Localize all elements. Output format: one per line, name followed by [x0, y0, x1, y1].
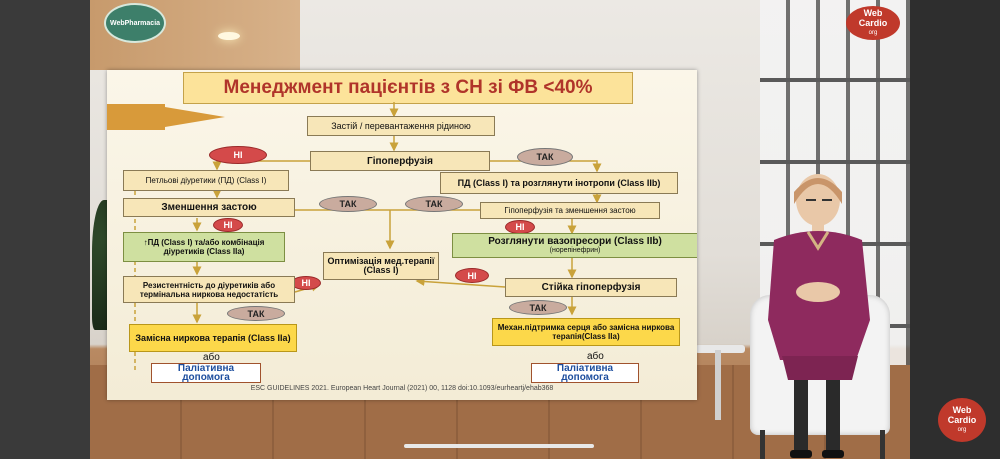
badge-no-hypo-reduced: НІ: [505, 220, 535, 234]
node-vasopressors-sub: (норепінефрин): [549, 246, 601, 254]
node-pd-inotropes: ПД (Class I) та розглянути інотропи (Cla…: [440, 172, 678, 194]
side-table-leg: [715, 350, 721, 420]
badge-yes-hypoperfusion: ТАК: [517, 148, 573, 166]
badge-yes-resistance: ТАК: [227, 306, 285, 321]
node-renal-therapy: Замісна ниркова терапія (Class IIa): [129, 324, 297, 352]
badge-yes-persistent: ТАК: [509, 300, 567, 315]
chair-leg: [760, 430, 765, 459]
chair-leg: [880, 430, 885, 459]
webpharmacia-logo: WebPharmacia: [104, 3, 166, 43]
webcardio-logo-bottom: Web Cardio org: [938, 398, 986, 442]
badge-yes-hypo-reduced: ТАК: [405, 196, 463, 212]
badge-no-resistance: НІ: [291, 276, 321, 290]
side-table: [695, 345, 745, 353]
webcardio-logo-bottom-second: Cardio: [947, 415, 977, 425]
node-increase-pd: ↑ПД (Class I) та/або комбінація діуретик…: [123, 232, 285, 262]
badge-no-reduced-congestion: НІ: [213, 218, 243, 232]
slide-citation: ESC GUIDELINES 2021. European Heart Jour…: [250, 385, 554, 392]
slide-title: Менеджмент пацієнтів з СН зі ФВ <40%: [183, 72, 633, 104]
presentation-slide: Менеджмент пацієнтів з СН зі ФВ <40%: [107, 70, 697, 400]
node-hypoperfusion: Гіпоперфузія: [310, 151, 490, 171]
ceiling-lamp-icon: [218, 32, 240, 40]
node-hypo-and-reduced: Гіпоперфузія та зменшення застою: [480, 202, 660, 219]
node-optimization: Оптимізація мед.терапії (Class I): [323, 252, 439, 280]
badge-no-hypoperfusion: НІ: [209, 146, 267, 164]
slide-arrow-head: [147, 104, 225, 130]
video-scrubber-bar[interactable]: [404, 444, 594, 448]
presenter: [768, 174, 870, 458]
node-resistance: Резистентність до діуретиків або терміна…: [123, 276, 295, 303]
badge-no-persistent: НІ: [455, 268, 489, 283]
right-letterbox: [910, 0, 1000, 459]
webcardio-logo-bottom-name: Web: [952, 405, 972, 415]
node-vasopressors: Розглянути вазопресори (Class IIb) (норе…: [452, 233, 697, 258]
node-mech-support: Механ.підтримка серця або замісна нирков…: [492, 318, 680, 346]
node-vasopressors-label: Розглянути вазопресори (Class IIb): [488, 235, 662, 247]
node-palliative-right: Паліативна допомога: [531, 363, 639, 383]
node-congestion: Застій / перевантаження рідиною: [307, 116, 495, 136]
node-loop-diuretics: Петльові діуретики (ПД) (Class I): [123, 170, 289, 191]
node-palliative-left: Паліативна допомога: [151, 363, 261, 383]
badge-yes-reduced-congestion: ТАК: [319, 196, 377, 212]
webcardio-logo-top-second: Cardio: [858, 18, 888, 28]
left-letterbox: [0, 0, 90, 459]
or-label-left: або: [203, 352, 220, 363]
webpharmacia-logo-text: WebPharmacia: [109, 19, 161, 27]
node-reduced-congestion: Зменшення застою: [123, 198, 295, 217]
or-label-right: або: [587, 351, 604, 362]
webcardio-logo-bottom-sub: org: [957, 427, 967, 433]
webcardio-logo-top-name: Web: [863, 8, 883, 18]
webcardio-logo-top: Web Cardio org: [846, 6, 900, 40]
node-persistent-hypo: Стійка гіпоперфузія: [505, 278, 677, 297]
webcardio-logo-top-sub: org: [868, 30, 878, 36]
